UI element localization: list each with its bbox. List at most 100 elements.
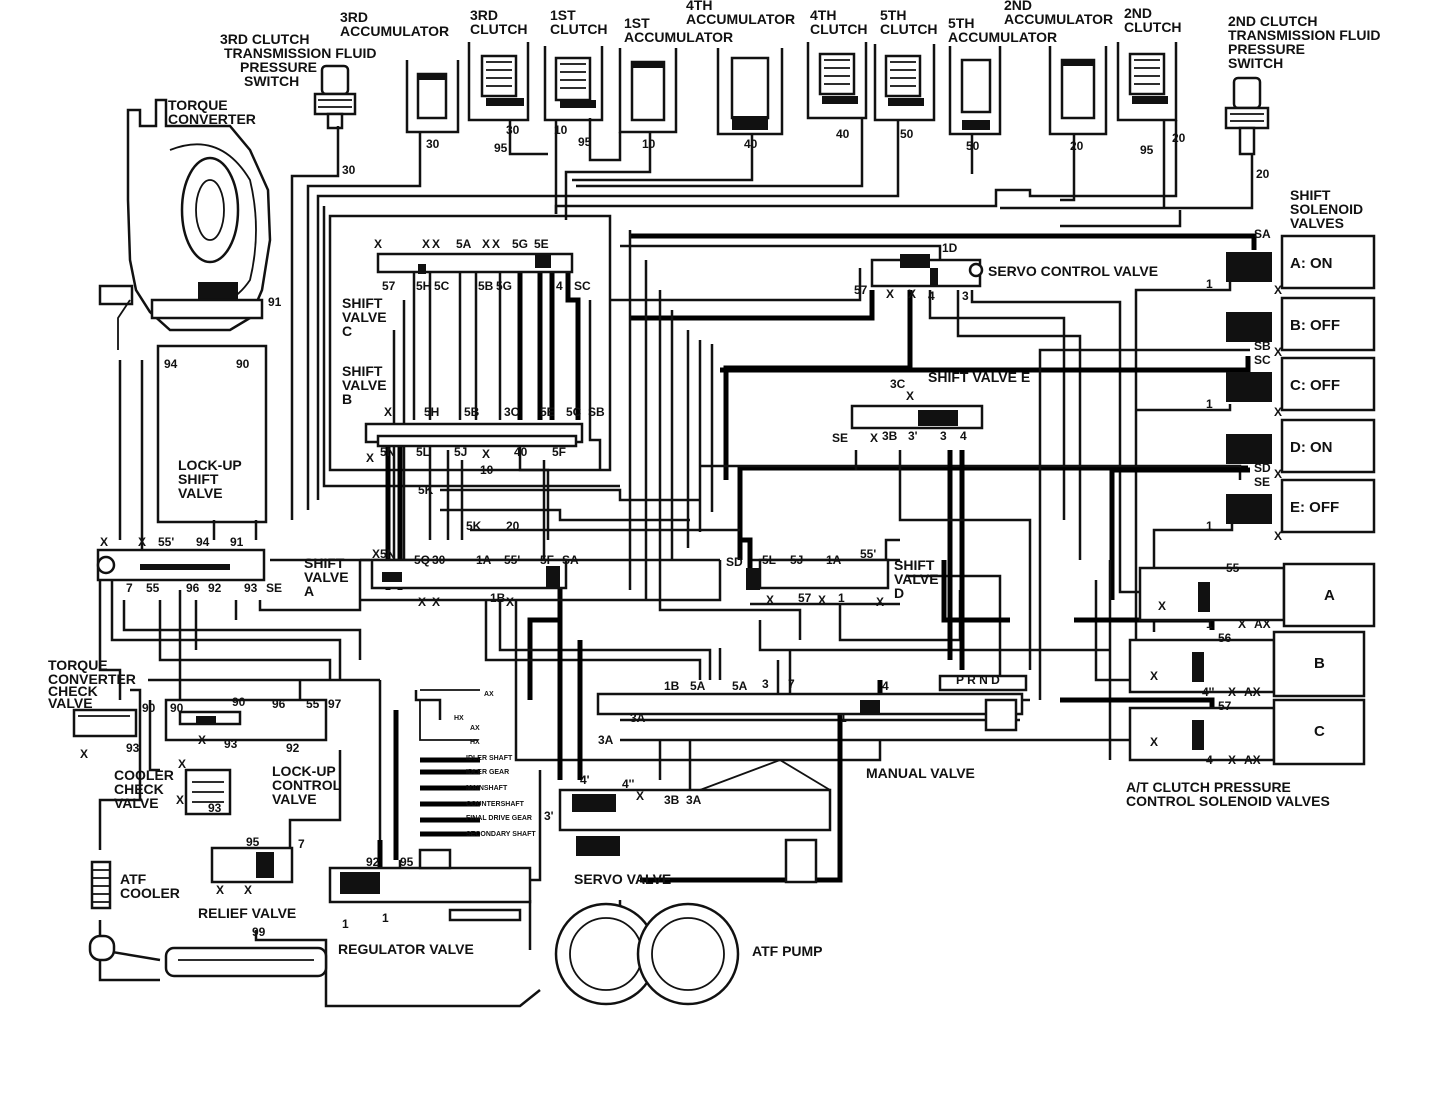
port-code: 30 (506, 123, 520, 137)
shift-solenoid-valves (1226, 234, 1376, 534)
shift-valve-d-body (746, 558, 890, 590)
third-clutch-pressure-switch (313, 64, 357, 130)
label-third-accumulator-2: ACCUMULATOR (340, 23, 449, 39)
servo-control-valve-body (870, 254, 984, 288)
shaft-label-secondary-shaft: SECONDARY SHAFT (466, 831, 536, 838)
port-code: X (216, 883, 224, 897)
shaft-label-ax-2: AX (470, 725, 480, 732)
shaft-diagram (419, 689, 480, 837)
servo-valve-body (558, 759, 832, 884)
label-second-accumulator-2: ACCUMULATOR (1004, 11, 1113, 27)
label-second-clutch-switch-2: TRANSMISSION FLUID (1228, 27, 1380, 43)
port-code: 30 (432, 553, 446, 567)
port-code: 95 (400, 855, 414, 869)
port-code: 57 (382, 279, 396, 293)
port-code: X (176, 793, 184, 807)
label-fifth-clutch-2: CLUTCH (880, 21, 938, 37)
port-code: SA (1254, 227, 1271, 241)
port-code: X (100, 535, 108, 549)
label-lockup-control-valve-3: VALVE (272, 791, 317, 807)
port-code: 95 (578, 135, 592, 149)
port-code: 7 (788, 677, 795, 691)
port-code: 10 (554, 123, 568, 137)
port-code: SD (1254, 461, 1271, 475)
label-shift-solenoid-valves-1: SHIFT (1290, 187, 1331, 203)
port-code: 40 (744, 137, 758, 151)
port-code: 5N (380, 547, 395, 561)
shaft-label-hx-2: HX (470, 739, 480, 746)
port-code: 1 (840, 711, 847, 725)
port-code: 20 (506, 519, 520, 533)
port-code: X (1274, 345, 1282, 359)
port-code: 4' (580, 773, 590, 787)
clutch-solenoid-a-id: A (1324, 587, 1335, 604)
port-code: 5J (790, 553, 803, 567)
fifth-clutch (873, 44, 936, 122)
solenoid-a-state: A: ON (1290, 255, 1333, 272)
port-code: 1D (942, 241, 958, 255)
port-code: X (1238, 617, 1246, 631)
port-code: 5K (466, 519, 482, 533)
pipe-network (98, 118, 1257, 1008)
fourth-clutch (806, 42, 868, 120)
port-code: X (1228, 685, 1236, 699)
port-code: X (766, 593, 774, 607)
shaft-label-mainshaft: MAINSHAFT (466, 785, 508, 792)
port-code: 55 (306, 697, 320, 711)
port-code: X (506, 595, 514, 609)
label-torque-converter-1: TORQUE (168, 97, 228, 113)
port-code: X (432, 237, 440, 251)
label-clutch-pressure-solenoids-2: CONTROL SOLENOID VALVES (1126, 793, 1330, 809)
port-code: 4 (928, 289, 935, 303)
label-second-clutch-1: 2ND (1124, 5, 1152, 21)
port-code: 5H (424, 405, 439, 419)
port-code: 90 (232, 695, 246, 709)
label-cooler-check-valve-1: COOLER (114, 767, 174, 783)
label-fourth-clutch-2: CLUTCH (810, 21, 868, 37)
port-code: X (1274, 283, 1282, 297)
port-code: 57 (854, 283, 868, 297)
port-code: X (372, 547, 380, 561)
label-torque-converter-check-valve-1: TORQUE (48, 657, 108, 673)
label-shift-valve-d-1: SHIFT (894, 557, 935, 573)
label-lockup-shift-valve-1: LOCK-UP (178, 457, 242, 473)
label-servo-control-valve: SERVO CONTROL VALVE (988, 263, 1158, 279)
port-code: 3A (598, 733, 614, 747)
label-torque-converter-2: CONVERTER (168, 111, 256, 127)
port-code: X (418, 595, 426, 609)
label-third-clutch-2: CLUTCH (470, 21, 528, 37)
port-code: 3B (882, 429, 898, 443)
port-code: 55' (158, 535, 174, 549)
port-code: 5A (732, 679, 748, 693)
manual-valve-body (596, 674, 1028, 732)
port-code: X (1158, 599, 1166, 613)
shift-valve-e-body (850, 404, 984, 430)
label-shift-valve-a-2: VALVE (304, 569, 349, 585)
port-code: 96 (186, 581, 200, 595)
label-first-clutch-1: 1ST (550, 7, 576, 23)
port-code: SB (1254, 339, 1271, 353)
solenoid-states: A: ON B: OFF C: OFF D: ON E: OFF (1290, 255, 1340, 516)
port-code: 90 (142, 701, 156, 715)
port-code: X (1228, 753, 1236, 767)
port-code: X (1274, 405, 1282, 419)
third-clutch (467, 42, 530, 122)
port-code: X (374, 237, 382, 251)
port-code: 40 (836, 127, 850, 141)
port-code: 3 (940, 429, 947, 443)
port-code: 1 (838, 591, 845, 605)
port-code: 1 (1206, 617, 1213, 631)
label-second-accumulator-1: 2ND (1004, 0, 1032, 13)
port-code: 3A (686, 793, 702, 807)
port-code: 5B (478, 279, 494, 293)
port-code: SE (832, 431, 848, 445)
port-code: 30 (342, 163, 356, 177)
port-code: 1 (342, 917, 349, 931)
port-code: 93 (126, 741, 140, 755)
port-code: X (876, 595, 884, 609)
label-second-clutch-switch-1: 2ND CLUTCH (1228, 13, 1317, 29)
label-regulator-valve: REGULATOR VALVE (338, 941, 474, 957)
port-code: 95 (246, 835, 260, 849)
port-code: X (422, 237, 430, 251)
port-code: 3A (630, 711, 646, 725)
